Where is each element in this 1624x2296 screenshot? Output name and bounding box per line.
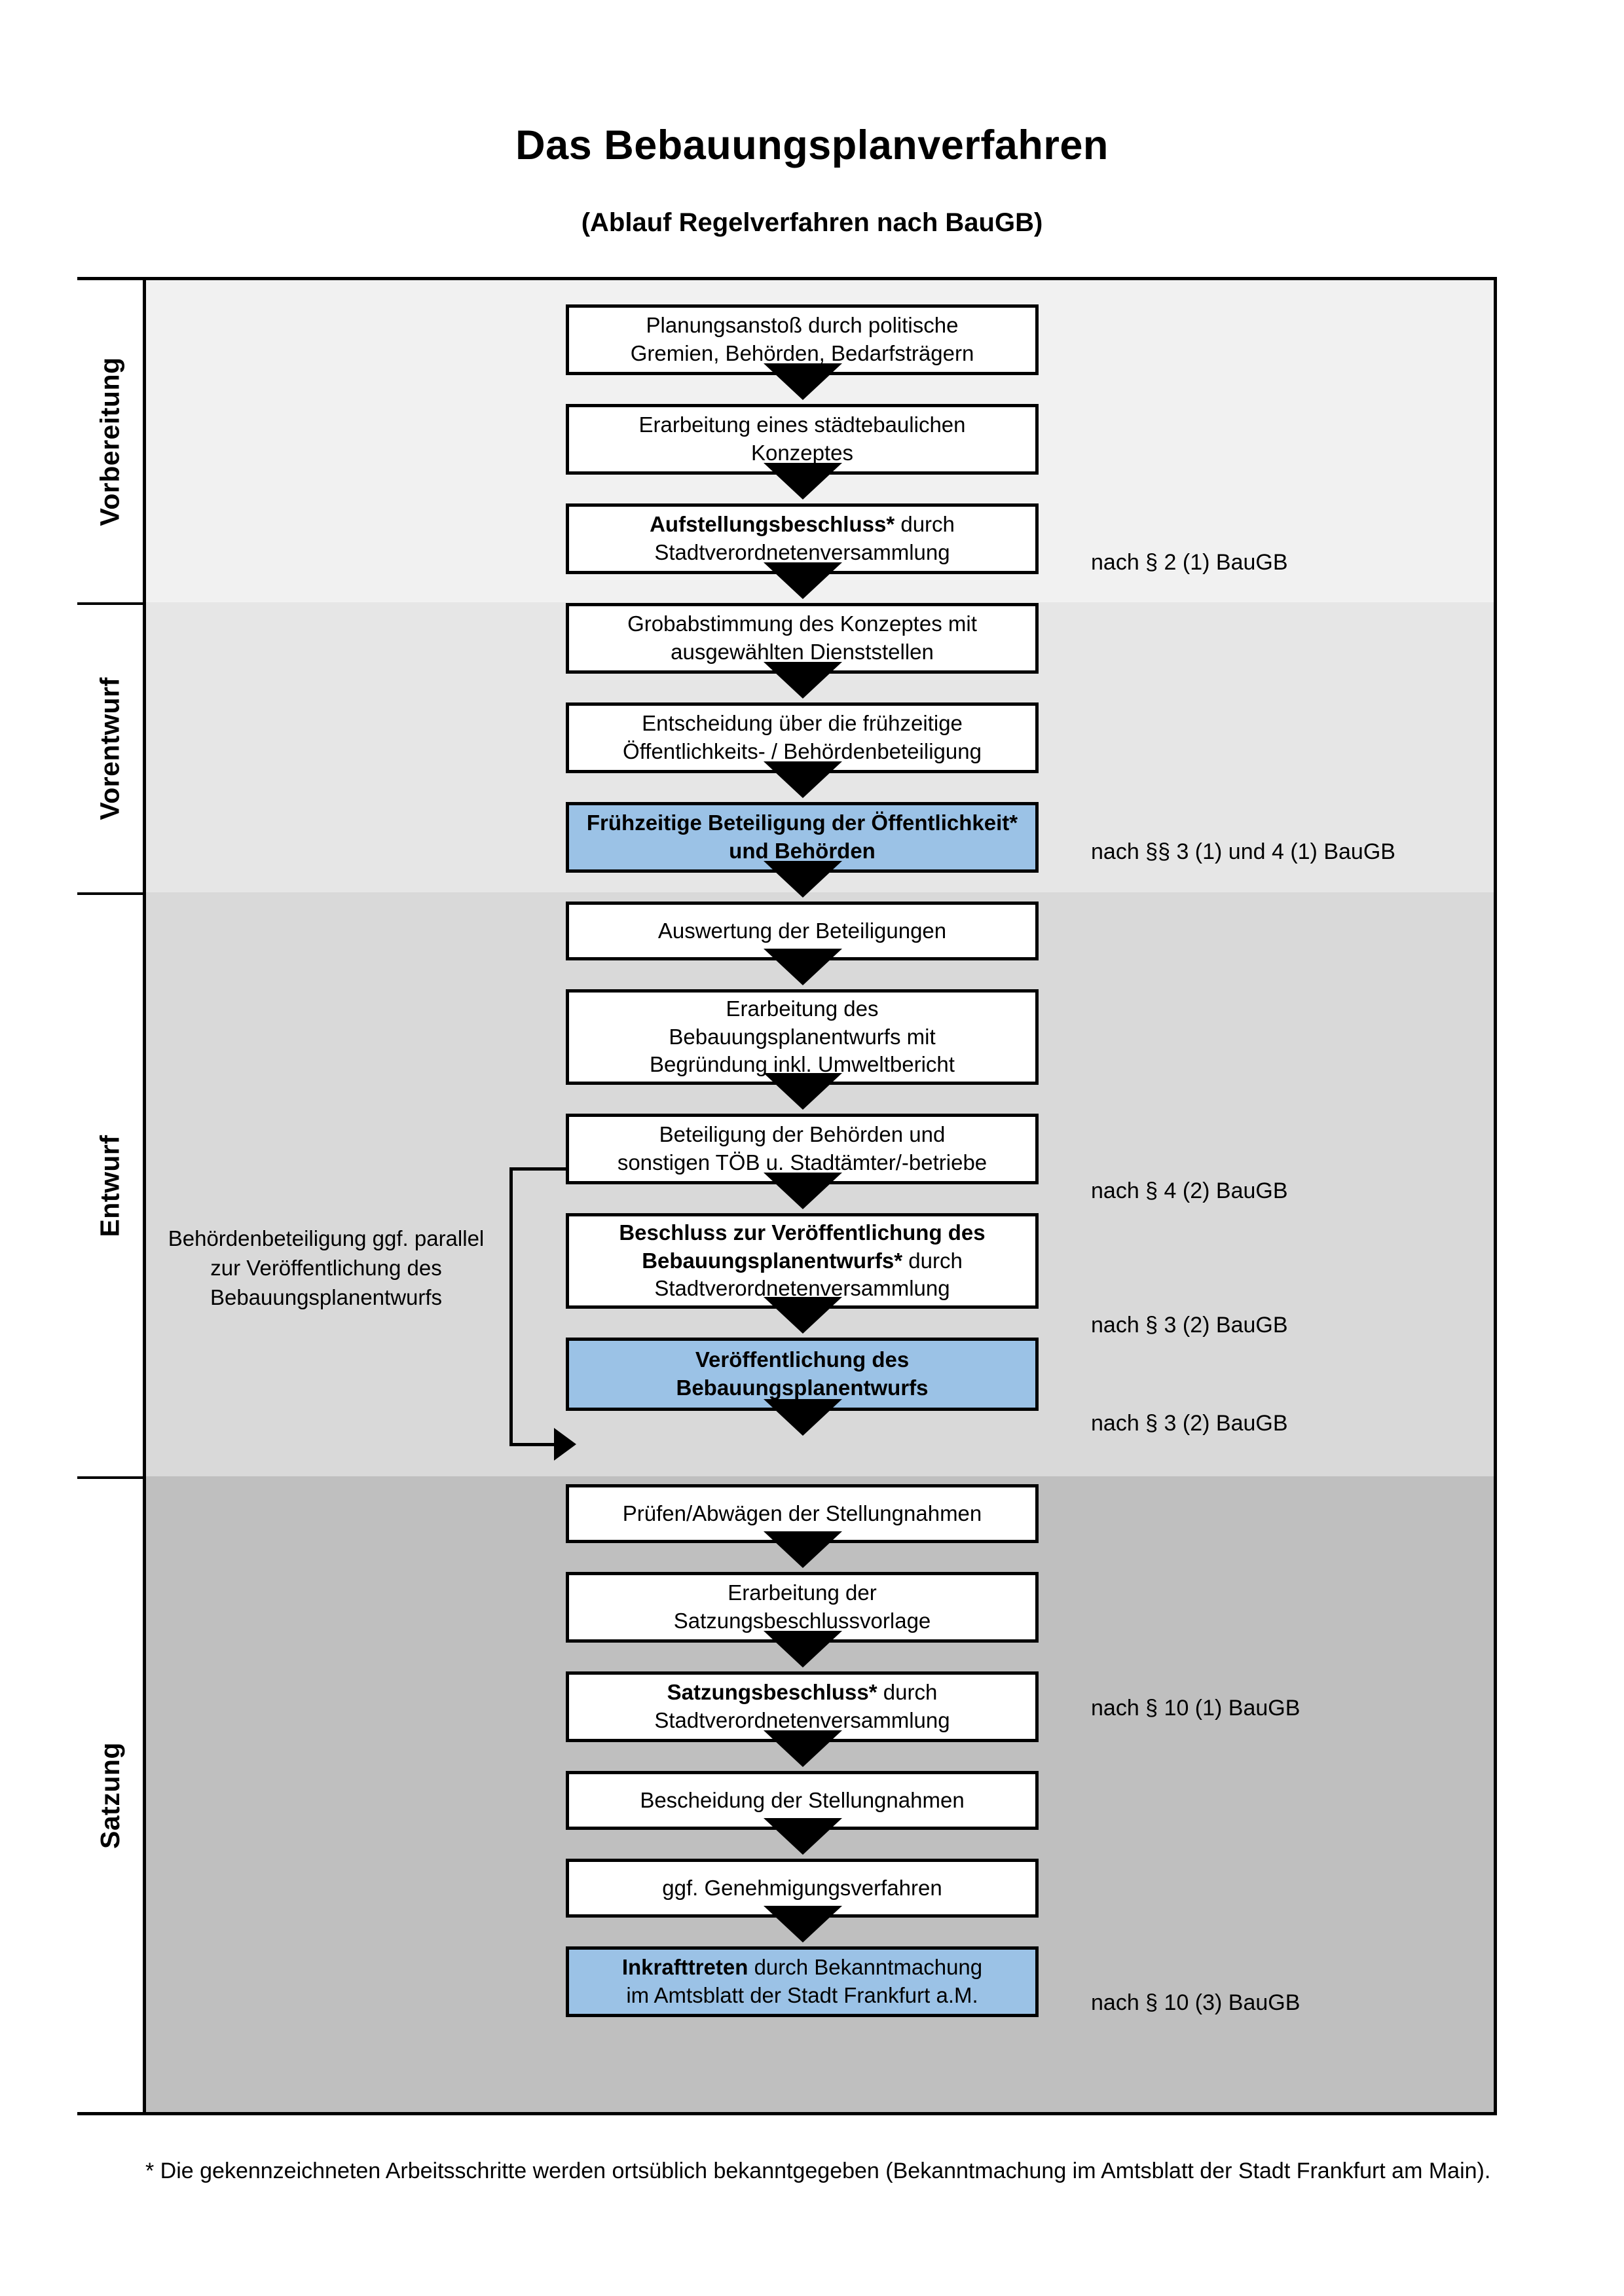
- step-line-1: Prüfen/Abwägen der Stellungnahmen: [622, 1501, 982, 1525]
- step-line-1: Erarbeitung der: [728, 1580, 877, 1605]
- step-line-2: Öffentlichkeits- / Behördenbeteiligung: [623, 739, 982, 763]
- legal-ref-par4-2: nach § 4 (2) BauGB: [1091, 1178, 1288, 1203]
- arrow-down-icon: [764, 1399, 842, 1436]
- step-line-1: Erarbeitung eines städtebaulichen: [638, 412, 966, 437]
- step-line-1: durch Bekanntmachung: [748, 1955, 983, 1980]
- step-bold: Aufstellungsbeschluss*: [650, 512, 895, 537]
- page-title: Das Bebauungsplanverfahren: [515, 122, 1109, 168]
- side-note-behoerdenbeteiligung: Behördenbeteiligung ggf. parallel zur Ve…: [168, 1226, 485, 1309]
- arrow-down-icon: [764, 463, 842, 500]
- legal-ref-par2-1: nach § 2 (1) BauGB: [1091, 550, 1288, 575]
- arrow-down-icon: [764, 363, 842, 400]
- band-separator-1: [77, 602, 146, 605]
- step-line-2: Konzeptes: [751, 441, 853, 465]
- arrow-down-icon: [764, 1073, 842, 1110]
- step-line-1: Auswertung der Beteiligungen: [657, 918, 947, 943]
- arrow-down-icon: [764, 562, 842, 599]
- arrow-down-icon: [764, 1297, 842, 1334]
- bracket-arrow-right-icon: [554, 1428, 576, 1461]
- step-fruehzeitige-beteiligung: Frühzeitige Beteiligung der Öffentlichke…: [566, 802, 1039, 873]
- arrow-down-icon: [764, 1906, 842, 1942]
- step-line-2: Bebauungsplanentwurfs mit: [669, 1024, 936, 1049]
- step-line-1: Beteiligung der Behörden und: [659, 1122, 946, 1147]
- footnote: * Die gekennzeichneten Arbeitsschritte w…: [145, 2159, 1491, 2183]
- step-line-1: Erarbeitung des: [726, 996, 879, 1021]
- phase-label-text: Satzung: [94, 1742, 125, 1849]
- step-line-2: Stadtverordnetenversammlung: [654, 1276, 950, 1301]
- step-bold: Satzungsbeschluss*: [667, 1680, 877, 1705]
- band-separator-3: [77, 1476, 146, 1479]
- phase-label-satzung: Satzung: [77, 1479, 143, 2112]
- step-line-1: durch: [895, 512, 955, 537]
- step-bold: Beschluss zur Veröffentlichung des Bebau…: [619, 1220, 986, 1273]
- step-line-2: Stadtverordnetenversammlung: [654, 1708, 950, 1732]
- phase-label-vorbereitung: Vorbereitung: [77, 280, 143, 602]
- step-bold: Veröffentlichung des Bebauungsplanentwur…: [676, 1347, 929, 1400]
- step-line-3: Begründung inkl. Umweltbericht: [650, 1052, 955, 1077]
- arrow-down-icon: [764, 1818, 842, 1855]
- step-line-2: sonstigen TÖB u. Stadtämter/-betriebe: [617, 1150, 987, 1175]
- bracket-connector-left: [509, 1167, 513, 1446]
- arrow-down-icon: [764, 1631, 842, 1667]
- arrow-down-icon: [764, 861, 842, 898]
- step-line-1: ggf. Genehmigungsverfahren: [662, 1875, 942, 1900]
- step-line-2: Stadtverordnetenversammlung: [654, 540, 950, 564]
- legal-ref-par10-3: nach § 10 (3) BauGB: [1091, 1990, 1301, 2015]
- phase-label-text: Vorbereitung: [94, 356, 125, 526]
- legal-ref-par3-2-a: nach § 3 (2) BauGB: [1091, 1313, 1288, 1338]
- legal-ref-par3-2-b: nach § 3 (2) BauGB: [1091, 1411, 1288, 1436]
- step-bold: Inkrafttreten: [621, 1955, 748, 1980]
- phase-label-vorentwurf: Vorentwurf: [77, 605, 143, 892]
- phase-label-text: Vorentwurf: [94, 677, 125, 820]
- step-line-1: Bescheidung der Stellungnahmen: [640, 1787, 965, 1812]
- arrow-down-icon: [764, 949, 842, 985]
- step-line-1: Entscheidung über die frühzeitige: [642, 711, 963, 736]
- phase-label-entwurf: Entwurf: [77, 895, 143, 1476]
- page-subtitle: (Ablauf Regelverfahren nach BauGB): [581, 208, 1043, 237]
- step-line-2: ausgewählten Dienststellen: [671, 640, 934, 664]
- step-bold: Frühzeitige Beteiligung der Öffentlichke…: [586, 811, 1018, 863]
- legal-ref-par10-1: nach § 10 (1) BauGB: [1091, 1696, 1301, 1721]
- step-beschluss-veroeffentlichung: Beschluss zur Veröffentlichung des Bebau…: [566, 1213, 1039, 1309]
- step-line-1: durch: [902, 1248, 963, 1273]
- step-inkrafttreten: Inkrafttreten durch Bekanntmachung im Amt…: [566, 1946, 1039, 2017]
- arrow-down-icon: [764, 662, 842, 699]
- step-line-1: Planungsanstoß durch politische: [646, 313, 959, 338]
- arrow-down-icon: [764, 1173, 842, 1209]
- phase-column-divider: [143, 277, 146, 2115]
- step-line-2: Gremien, Behörden, Bedarfsträgern: [630, 341, 974, 365]
- phase-label-text: Entwurf: [94, 1134, 125, 1237]
- step-line-2: Satzungsbeschlussvorlage: [673, 1609, 931, 1633]
- step-line-2: im Amtsblatt der Stadt Frankfurt a.M.: [626, 1983, 978, 2007]
- bracket-connector-top: [509, 1167, 566, 1171]
- bracket-connector-bottom: [509, 1443, 557, 1446]
- arrow-down-icon: [764, 1730, 842, 1767]
- band-separator-2: [77, 892, 146, 895]
- step-line-1: Grobabstimmung des Konzeptes mit: [627, 611, 977, 636]
- arrow-down-icon: [764, 761, 842, 798]
- arrow-down-icon: [764, 1531, 842, 1568]
- legal-ref-par3-1-4-1: nach §§ 3 (1) und 4 (1) BauGB: [1091, 839, 1395, 864]
- step-line-1: durch: [877, 1680, 938, 1705]
